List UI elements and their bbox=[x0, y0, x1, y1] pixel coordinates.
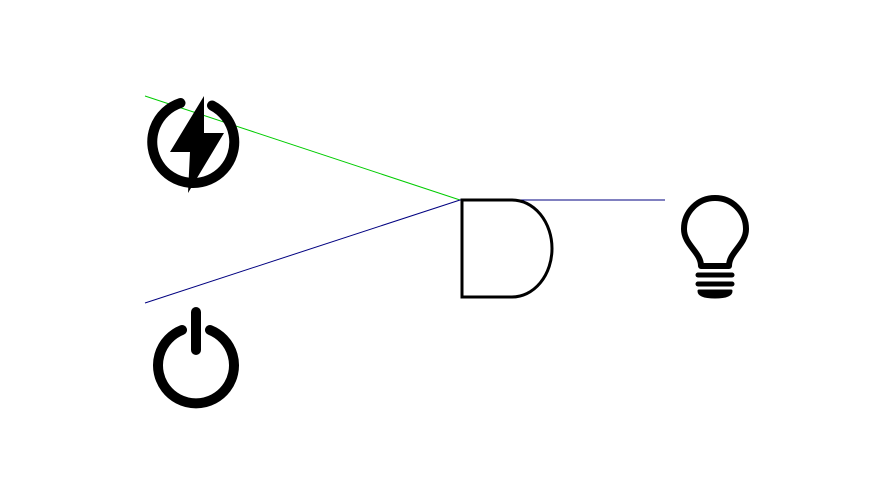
wire-power-switch-to-gate bbox=[144, 199, 461, 304]
lightning-bolt-icon bbox=[147, 96, 240, 193]
and-gate-icon bbox=[460, 198, 554, 299]
power-icon bbox=[153, 307, 239, 409]
light-bulb-icon bbox=[681, 195, 749, 299]
